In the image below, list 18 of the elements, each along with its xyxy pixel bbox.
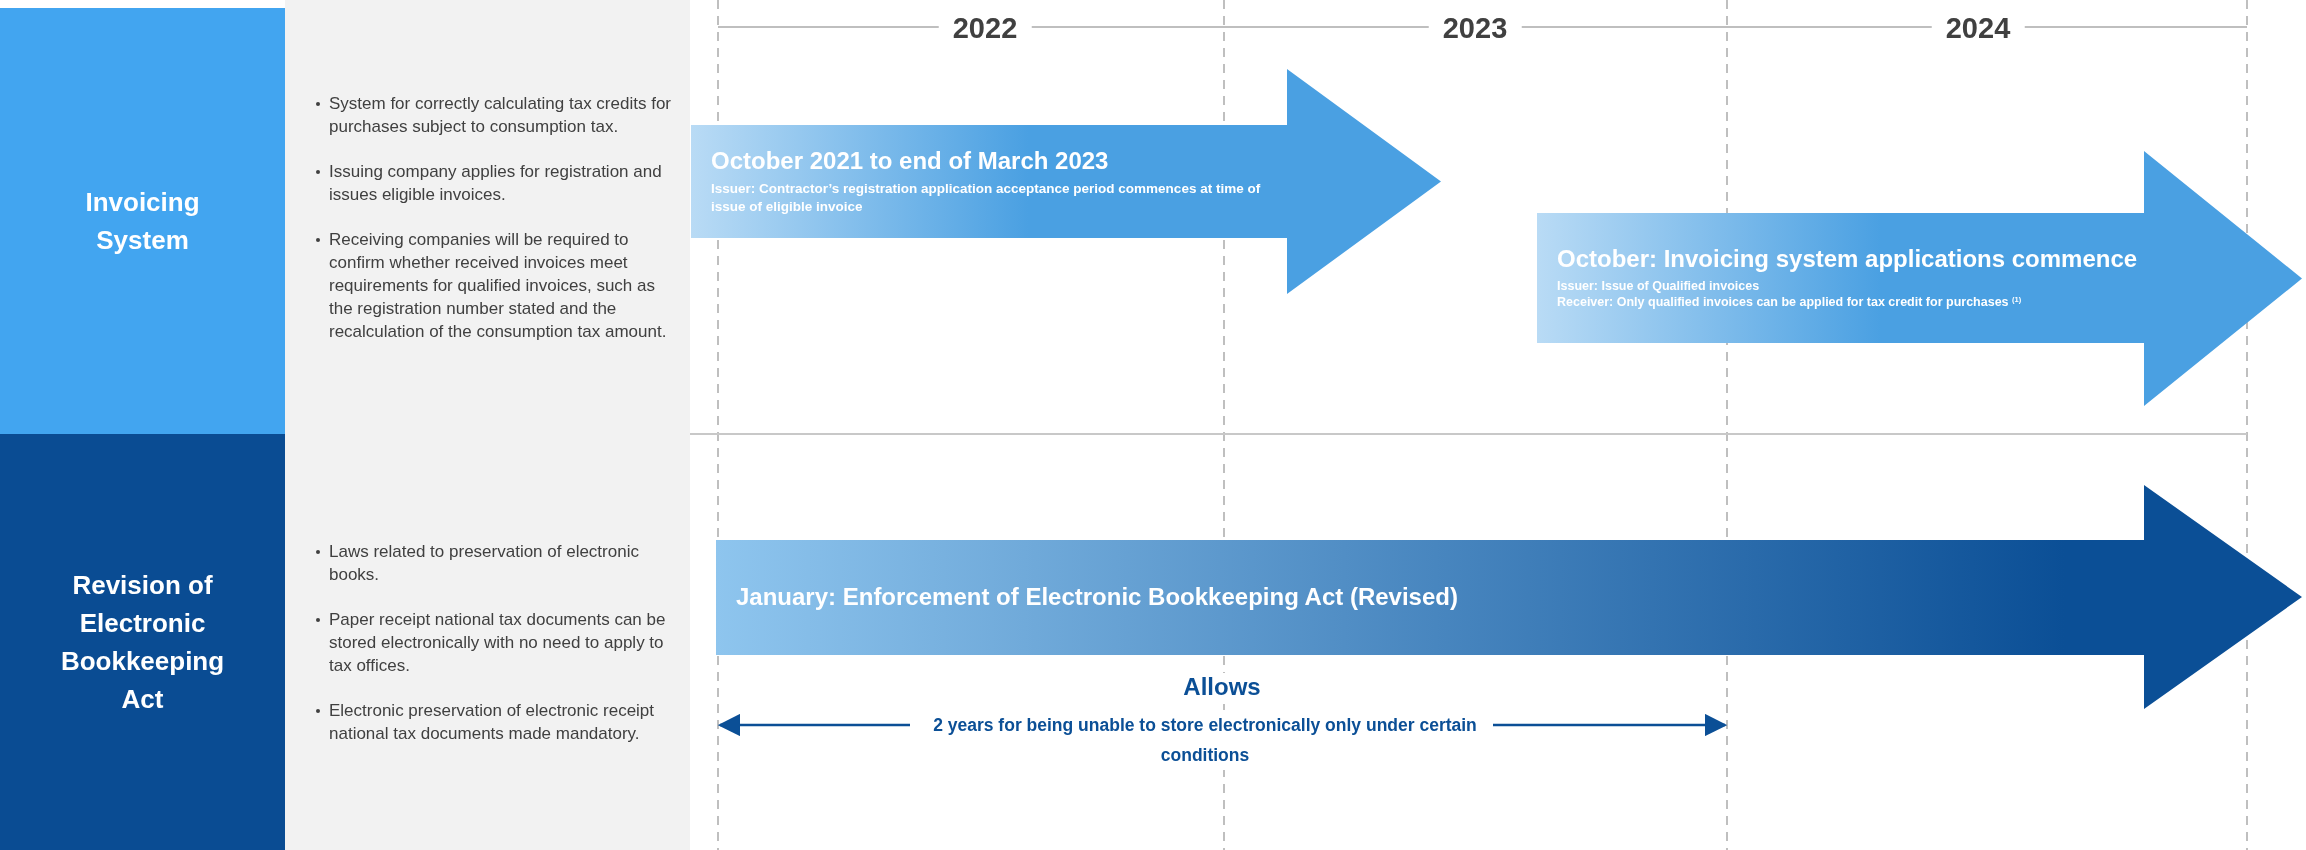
arrow-title: October: Invoicing system applications commence (1557, 244, 2138, 274)
arrow-note: Receiver: Only qualified invoices can be applied for tax credit for purchases $^{(1)}$ (1557, 294, 2022, 312)
arrow-title: October 2021 to end of March 2023 (711, 146, 1109, 176)
bullet-text: Electronic preservation of electronic receipt national tax documents made mandatory. (316, 698, 676, 745)
bullet-text: Paper receipt national tax documents can be stored electronically with no need to apply to tax offices. (316, 607, 676, 677)
row-heading: Invoicing System (84, 186, 201, 257)
bullet-text: Issuing company applies for registration and issues eligible invoices. (316, 159, 676, 206)
arrow-note: Issuer: Issue of Qualified invoices (1557, 277, 1760, 295)
row-header-panel (0, 8, 285, 434)
arrow-note: Issuer: Contractor’s registration application acceptance period commences at time of issue of eligible invoice (711, 179, 1262, 216)
row-header-panel (0, 434, 285, 850)
row-heading: Revision of Electronic Bookkeeping Act (59, 569, 226, 716)
bullet-text: Laws related to preservation of electronic books. (316, 539, 676, 586)
bullet-text: System for correctly calculating tax credits for purchases subject to consumption tax. (316, 91, 676, 138)
description-panel (285, 434, 690, 850)
bullet-text: Receiving companies will be required to confirm whether received invoices meet requirements for qualified invoices, such as the registration number stated and the recalculation of the consumption tax amount. (316, 227, 676, 343)
arrow-title: January: Enforcement of Electronic Bookkeeping Act (Revised) (736, 583, 1458, 612)
description-panel (285, 0, 690, 434)
